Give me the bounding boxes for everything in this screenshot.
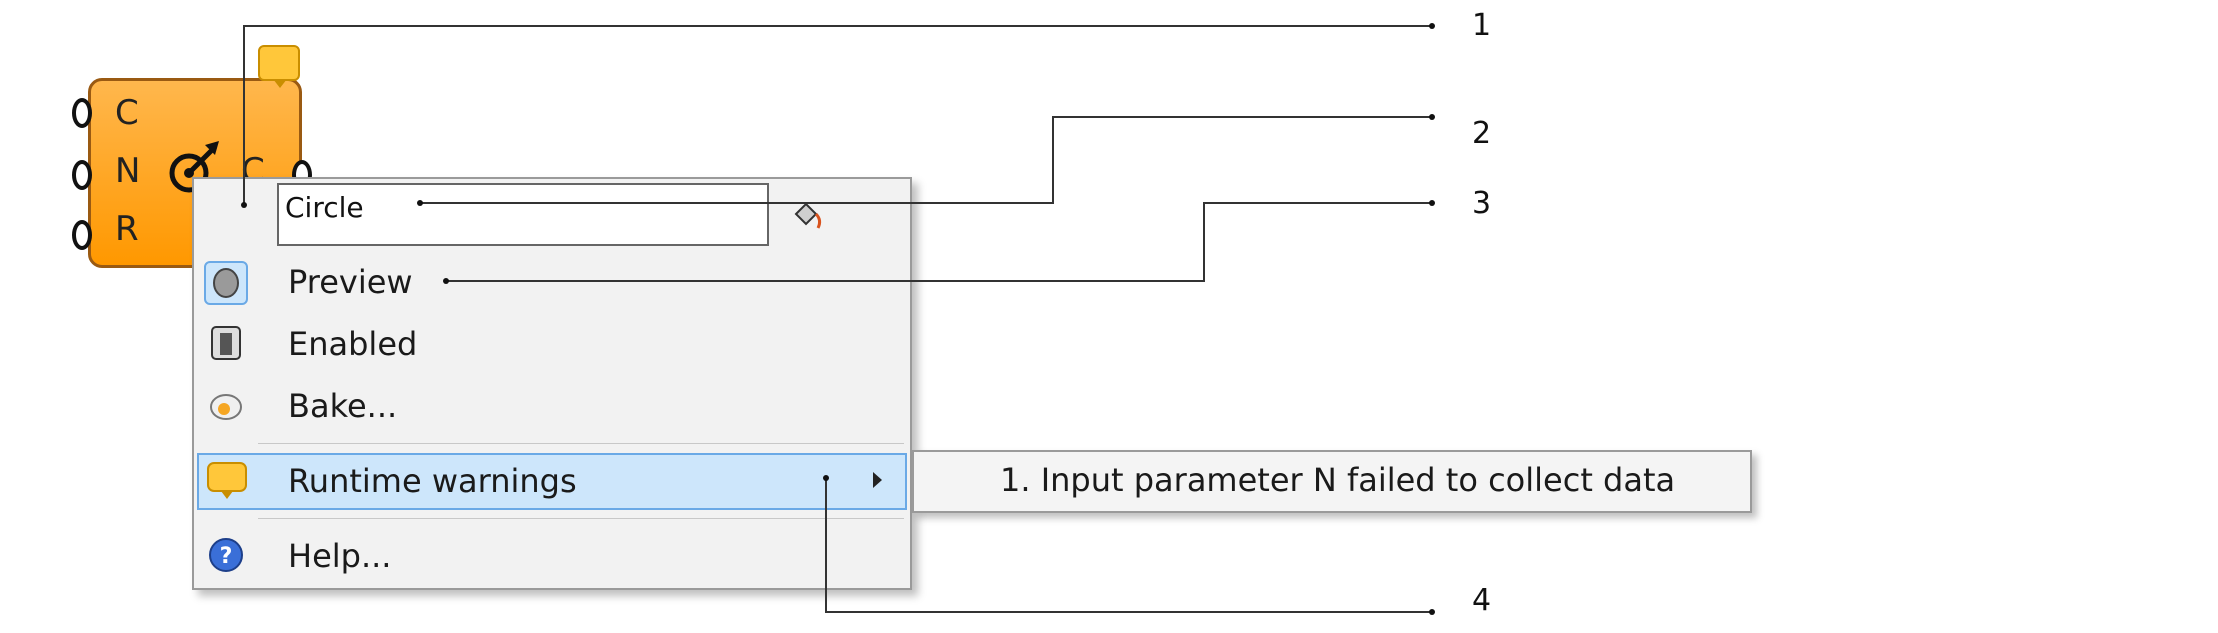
menu-separator — [258, 443, 904, 444]
enabled-icon — [206, 323, 250, 367]
input-c-grip[interactable] — [72, 98, 92, 128]
menu-item-help[interactable]: Help... — [288, 537, 392, 575]
menu-item-runtime-warnings-label: Runtime warnings — [288, 462, 577, 500]
preview-icon — [204, 261, 248, 305]
input-n-label: N — [115, 151, 141, 191]
callout-3: 3 — [1472, 186, 1492, 221]
submenu-item-warning[interactable]: 1. Input parameter N failed to collect d… — [1000, 461, 1676, 499]
paint-bucket-icon[interactable] — [792, 200, 824, 232]
circle-arrow-icon — [169, 141, 219, 193]
bake-icon — [206, 385, 250, 429]
warning-balloon-icon — [205, 459, 249, 503]
callout-4: 4 — [1472, 583, 1492, 618]
warning-balloon-icon[interactable] — [258, 45, 300, 88]
input-r-grip[interactable] — [72, 220, 92, 250]
menu-separator — [258, 518, 904, 519]
callout-1: 1 — [1472, 8, 1492, 43]
input-n-grip[interactable] — [72, 160, 92, 190]
runtime-warnings-submenu — [912, 450, 1752, 513]
input-c-label: C — [115, 93, 139, 133]
component-name-field[interactable]: Circle — [277, 183, 769, 246]
input-r-label: R — [115, 209, 139, 249]
menu-item-runtime-warnings[interactable] — [197, 453, 907, 510]
help-icon: ? — [206, 535, 250, 579]
callout-2: 2 — [1472, 116, 1492, 151]
submenu-arrow-icon — [873, 472, 882, 488]
menu-item-bake[interactable]: Bake... — [288, 387, 398, 425]
svg-text:?: ? — [220, 544, 233, 569]
menu-item-enabled[interactable]: Enabled — [288, 325, 418, 363]
menu-item-preview[interactable]: Preview — [288, 263, 413, 301]
